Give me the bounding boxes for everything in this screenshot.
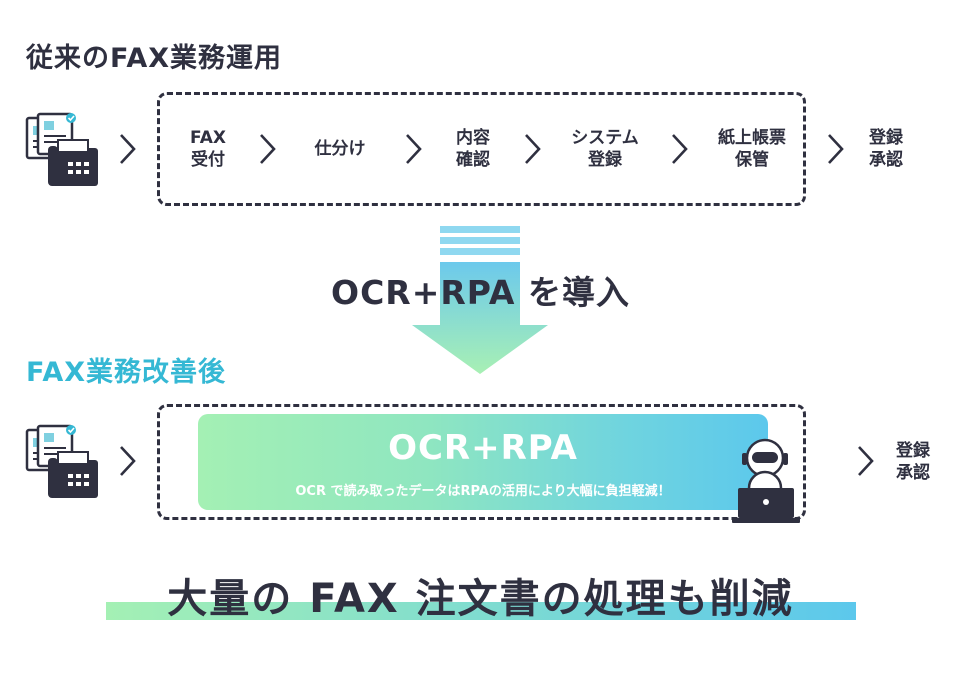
transition-label: OCR+RPA を導入 xyxy=(331,273,630,312)
step-fax-receive: FAX 受付 xyxy=(190,128,226,170)
before-process-box xyxy=(157,92,806,206)
chevron-right-icon xyxy=(404,132,424,166)
chevron-right-icon xyxy=(670,132,690,166)
step-content-check: 内容 確認 xyxy=(456,128,490,170)
before-title: 従来のFAX業務運用 xyxy=(26,43,283,74)
conclusion-text: 大量の FAX 注文書の処理も削減 xyxy=(167,576,794,622)
robot-laptop-icon xyxy=(732,438,800,523)
down-arrow-icon xyxy=(412,226,548,374)
step-paper-storage: 紙上帳票 保管 xyxy=(718,128,786,170)
chevron-right-icon xyxy=(856,444,876,478)
step-sorting: 仕分け xyxy=(314,139,366,159)
step-system-register: システム 登録 xyxy=(571,128,639,170)
fax-document-icon xyxy=(25,424,98,498)
conclusion-underline xyxy=(106,602,856,620)
fax-document-icon xyxy=(25,112,98,186)
step-approve-after: 登録 承認 xyxy=(896,441,930,483)
banner-title: OCR+RPA xyxy=(388,428,578,468)
chevron-right-icon xyxy=(258,132,278,166)
chevron-right-icon xyxy=(118,444,138,478)
after-title: FAX業務改善後 xyxy=(26,357,227,388)
chevron-right-icon xyxy=(523,132,543,166)
chevron-right-icon xyxy=(826,132,846,166)
ocr-rpa-banner: OCR+RPA OCR で読み取ったデータはRPAの活用により大幅に負担軽減！ xyxy=(198,414,768,510)
step-approve: 登録 承認 xyxy=(869,128,903,170)
after-process-box xyxy=(157,404,806,520)
banner-subtitle: OCR で読み取ったデータはRPAの活用により大幅に負担軽減！ xyxy=(295,484,671,499)
chevron-right-icon xyxy=(118,132,138,166)
